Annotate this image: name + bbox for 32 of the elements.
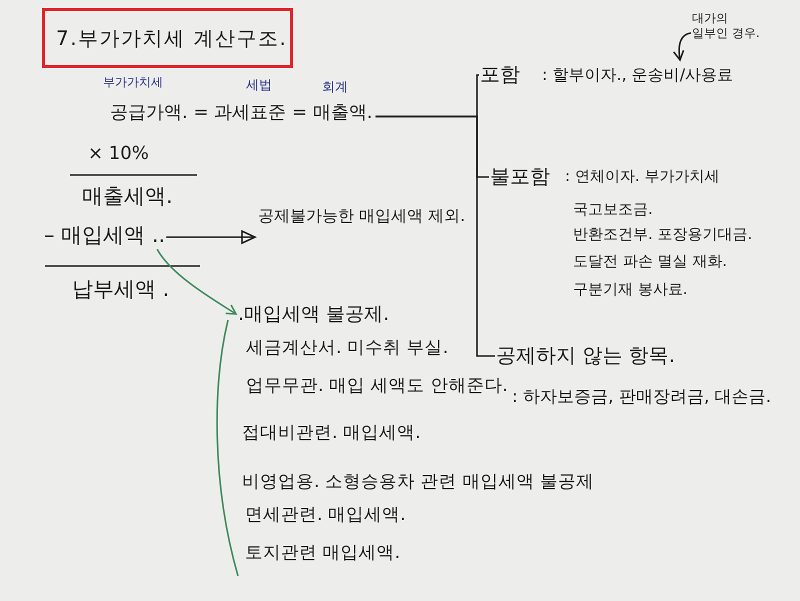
annotation-text: 회계 [322,80,348,96]
list-heading: .매입세액 불공제. [238,303,390,327]
list-item: 접대비관련. 매입세액. [242,423,421,445]
list-item: 비영업용. 소형승용차 관련 매입세액 불공제 [242,472,594,494]
list-item: 면세관련. 매입세액. [245,505,406,527]
connector-line [376,116,495,357]
title: 7.부가가치세 계산구조. [42,8,293,68]
list-item: 업무무관. 매입 세액도 안해준다. [246,376,508,398]
annotation-text: 부가가치세 [103,75,163,90]
category-heading: 불포함 [490,164,550,189]
list-item: : 하자보증금, 판매장려금, 대손금. [512,387,772,408]
arrow [156,248,237,315]
arrow [673,32,692,61]
list-item: 구분기재 봉사료. [573,280,688,299]
term-text: 납부세액 . [72,276,170,302]
list-item: 토지관련 매입세액. [245,543,400,565]
note-text: 공제불가능한 매입세액 제외. [258,206,466,226]
category-heading: 포함 [480,62,520,87]
annotation-text: 세법 [246,78,272,94]
arrow [166,230,256,244]
term-text: 매출세액. [82,183,173,210]
list-item: 세금계산서. 미수취 부실. [246,338,448,360]
list-item: 반환조건부. 포장용기대금. [573,225,752,244]
list-item: 도달전 파손 멸실 재화. [573,252,728,271]
formula-text: 공급가액. = 과세표준 = 매출액. [110,102,372,124]
list-item: : 할부이자., 운송비/사용료 [542,65,734,85]
list-item: : 연체이자. 부가가치세 [565,167,720,186]
category-heading: 공제하지 않는 항목. [496,343,676,368]
annotation-text: 대가의 일부인 경우. [692,11,762,41]
term-text: – 매입세액 .. [44,222,166,248]
multiplier-text: × 10% [88,143,149,166]
list-item: 국고보조금. [573,200,653,219]
